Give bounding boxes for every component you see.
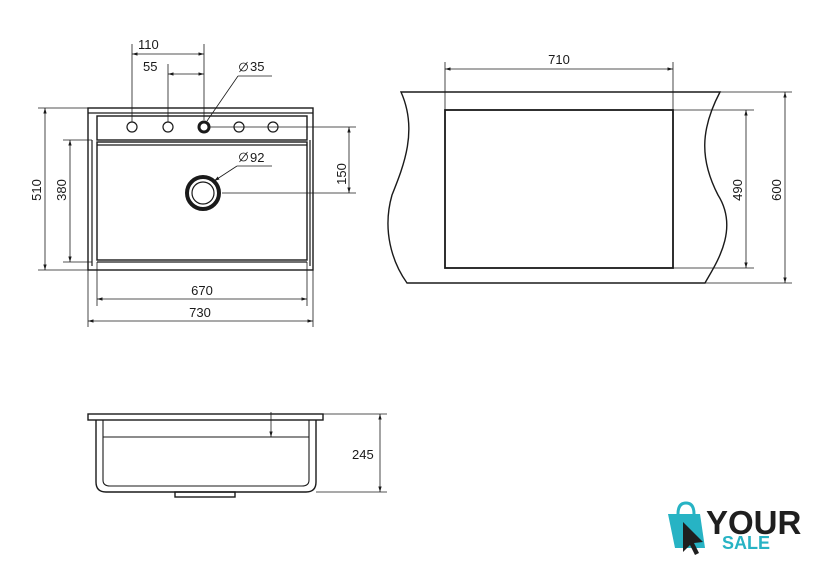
- cutout-view: 710 490 600: [387, 52, 792, 284]
- diameter-icon: [239, 61, 248, 73]
- sink-bowl: [96, 141, 308, 261]
- dim-510-label: 510: [29, 179, 44, 201]
- logo-word-your: YOUR: [706, 504, 802, 541]
- side-view: 245: [87, 412, 387, 498]
- dim-730-label: 730: [189, 305, 211, 320]
- dim-670-label: 670: [191, 283, 213, 298]
- dim-55-label: 55: [143, 59, 157, 74]
- drain-outer-icon: [185, 175, 221, 211]
- drain-outlet: [174, 491, 236, 498]
- top-view: 110 55 35 92 150 510: [29, 37, 356, 327]
- dim-35-label: 35: [250, 59, 264, 74]
- sink-flange: [87, 413, 324, 421]
- dim-110-label: 110: [138, 37, 159, 52]
- dim-490-label: 490: [730, 179, 745, 201]
- tap-deck: [96, 115, 308, 141]
- tap-hole-icon: [162, 121, 174, 133]
- your-sale-logo: YOUR SALE: [668, 501, 802, 555]
- shopping-bag-cursor-icon: [668, 501, 705, 555]
- countertop-outline: [387, 91, 728, 284]
- sink-bowl-section: [95, 420, 317, 493]
- dim-710-label: 710: [548, 52, 570, 67]
- sink-outer-rim: [87, 107, 314, 271]
- logo-word-sale: SALE: [722, 533, 770, 553]
- tap-hole-icon: [126, 121, 138, 133]
- cutout-rectangle: [444, 109, 674, 269]
- tap-hole-main-icon: [197, 120, 211, 134]
- diameter-icon: [239, 151, 248, 163]
- dim-92-label: 92: [250, 150, 264, 165]
- dim-150-label: 150: [334, 163, 349, 185]
- dim-600-label: 600: [769, 179, 784, 201]
- dim-245-label: 245: [352, 447, 374, 462]
- drain-inner-icon: [191, 181, 215, 205]
- dim-380-label: 380: [54, 179, 69, 201]
